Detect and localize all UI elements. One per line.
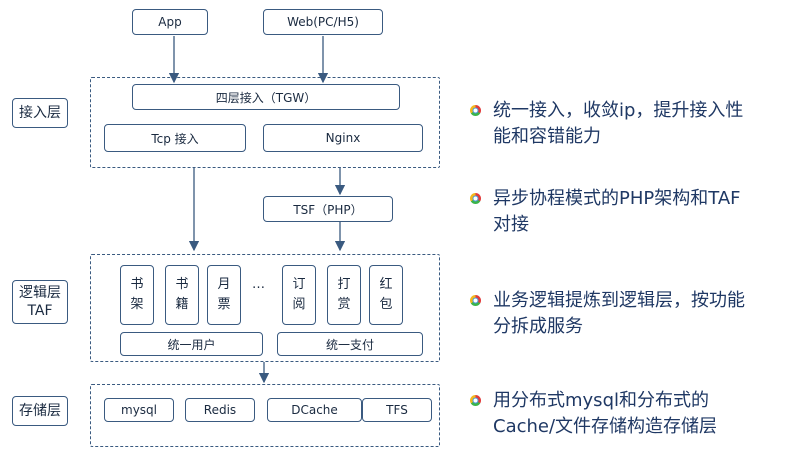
service-subscription-char1: 订	[292, 277, 306, 292]
unified-payment-box: 统一支付	[277, 332, 423, 356]
note-storage-line1: 用分布式mysql和分布式的	[493, 390, 709, 411]
redis-box: Redis	[185, 398, 255, 422]
logic-layer-label-line1: 逻辑层	[19, 285, 61, 301]
service-monthly-ticket: 月 票	[207, 265, 241, 325]
bullet-icon	[470, 193, 481, 204]
dcache-box: DCache	[267, 398, 362, 422]
note-php: 异步协程模式的PHP架构和TAF 对接	[470, 186, 790, 238]
note-logic-line2: 分拆成服务	[493, 316, 583, 337]
service-reward-char1: 打	[337, 277, 351, 292]
service-red-packet: 红 包	[369, 265, 403, 325]
note-logic-line1: 业务逻辑提炼到逻辑层，按功能	[493, 290, 745, 311]
app-client-box: App	[132, 9, 208, 35]
note-access-text: 统一接入，收敛ip，提升接入性 能和容错能力	[493, 98, 743, 150]
service-reward-char2: 赏	[337, 297, 351, 312]
tsf-php-box: TSF（PHP）	[263, 196, 393, 222]
note-php-line2: 对接	[493, 214, 529, 235]
service-bookshelf-char1: 书	[130, 277, 144, 292]
web-client-box: Web(PC/H5)	[263, 9, 383, 35]
note-php-line1: 异步协程模式的PHP架构和TAF	[493, 188, 741, 209]
services-ellipsis: …	[252, 277, 265, 292]
note-storage-line2: Cache/文件存储构造存储层	[493, 416, 718, 437]
service-monthly-ticket-char2: 票	[217, 297, 231, 312]
service-subscription: 订 阅	[282, 265, 316, 325]
service-red-packet-char1: 红	[379, 277, 393, 292]
note-access: 统一接入，收敛ip，提升接入性 能和容错能力	[470, 98, 790, 150]
service-bookshelf-char2: 架	[130, 297, 144, 312]
bullet-icon	[470, 295, 481, 306]
note-logic: 业务逻辑提炼到逻辑层，按功能 分拆成服务	[470, 288, 790, 340]
service-bookshelf: 书 架	[120, 265, 154, 325]
access-layer-label: 接入层	[12, 98, 68, 128]
bullet-icon	[470, 395, 481, 406]
note-access-line2: 能和容错能力	[493, 126, 601, 147]
service-books: 书 籍	[165, 265, 199, 325]
nginx-box: Nginx	[263, 124, 423, 152]
mysql-box: mysql	[104, 398, 174, 422]
service-monthly-ticket-char1: 月	[217, 277, 231, 292]
service-red-packet-char2: 包	[379, 297, 393, 312]
note-logic-text: 业务逻辑提炼到逻辑层，按功能 分拆成服务	[493, 288, 745, 340]
logic-layer-label-line2: TAF	[27, 303, 53, 319]
note-storage-text: 用分布式mysql和分布式的 Cache/文件存储构造存储层	[493, 388, 717, 440]
access-layer-container	[90, 77, 440, 168]
service-reward: 打 赏	[327, 265, 361, 325]
logic-layer-label: 逻辑层 TAF	[12, 280, 68, 324]
unified-user-box: 统一用户	[120, 332, 263, 356]
access-layer-label-text: 接入层	[19, 105, 61, 121]
note-storage: 用分布式mysql和分布式的 Cache/文件存储构造存储层	[470, 388, 790, 440]
storage-layer-label: 存储层	[12, 396, 68, 426]
tfs-box: TFS	[362, 398, 432, 422]
service-subscription-char2: 阅	[292, 297, 306, 312]
logic-layer-container	[90, 254, 440, 362]
tgw-box: 四层接入（TGW）	[132, 84, 400, 110]
note-access-line1: 统一接入，收敛ip，提升接入性	[493, 100, 744, 121]
storage-layer-container	[90, 384, 440, 447]
service-books-char2: 籍	[175, 297, 189, 312]
bullet-icon	[470, 105, 481, 116]
service-books-char1: 书	[175, 277, 189, 292]
tcp-access-box: Tcp 接入	[104, 124, 246, 152]
note-php-text: 异步协程模式的PHP架构和TAF 对接	[493, 186, 741, 238]
storage-layer-label-text: 存储层	[19, 403, 61, 419]
